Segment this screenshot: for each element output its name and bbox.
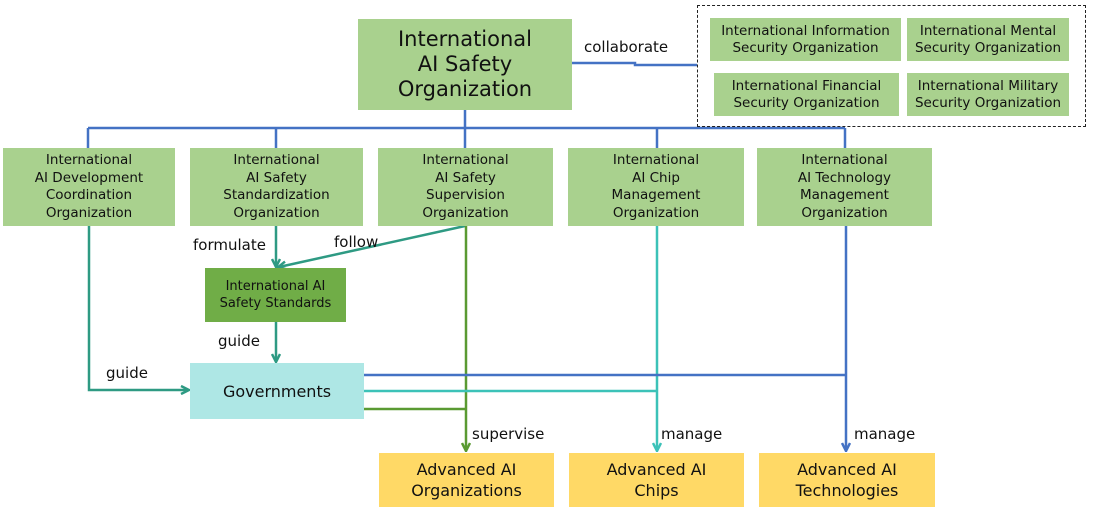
partner-mental-security: International Mental Security Organizati… — [907, 18, 1069, 61]
edge-label-collaborate: collaborate — [584, 38, 669, 56]
sub-org-label: International AI Chip Management Organiz… — [611, 152, 701, 221]
partner-information-security: International Information Security Organ… — [710, 18, 901, 61]
governments-box: Governments — [190, 363, 364, 419]
sub-org-chip-management: International AI Chip Management Organiz… — [568, 148, 744, 226]
edge-label-manage-chips: manage — [661, 425, 723, 443]
partner-label: International Military Security Organiza… — [914, 77, 1062, 111]
central-ai-safety-organization: International AI Safety Organization — [358, 19, 572, 110]
partner-financial-security: International Financial Security Organiz… — [714, 73, 899, 116]
sub-org-label: International AI Safety Standardization … — [223, 152, 330, 221]
target-advanced-ai-organizations: Advanced AI Organizations — [379, 453, 554, 507]
hierarchy-tree-lines — [86, 110, 847, 148]
target-advanced-ai-technologies: Advanced AI Technologies — [759, 453, 935, 507]
edge-label-guide-standards: guide — [218, 332, 260, 350]
partner-label: International Financial Security Organiz… — [731, 77, 882, 111]
partner-military-security: International Military Security Organiza… — [907, 73, 1069, 116]
edge-label-supervise: supervise — [472, 425, 545, 443]
partner-organizations-group — [697, 5, 1086, 127]
standards-label: International AI Safety Standards — [219, 279, 332, 311]
edge-label-guide-development: guide — [106, 364, 148, 382]
target-label: Advanced AI Chips — [606, 460, 707, 500]
partner-label: International Information Security Organ… — [721, 22, 890, 56]
partner-label: International Mental Security Organizati… — [914, 22, 1062, 56]
target-label: Advanced AI Organizations — [411, 460, 522, 500]
sub-org-development-coordination: International AI Development Coordinatio… — [3, 148, 175, 226]
sub-org-safety-standardization: International AI Safety Standardization … — [190, 148, 363, 226]
target-label: Advanced AI Technologies — [795, 460, 899, 500]
follow-arrow — [279, 224, 466, 267]
governments-label: Governments — [222, 381, 332, 401]
edge-label-manage-technologies: manage — [854, 425, 916, 443]
guide-development-arrow — [87, 226, 188, 390]
sub-org-safety-supervision: International AI Safety Supervision Orga… — [378, 148, 553, 226]
sub-org-label: International AI Safety Supervision Orga… — [422, 152, 509, 221]
safety-standards-box: International AI Safety Standards — [205, 268, 346, 322]
sub-org-label: International AI Technology Management O… — [797, 152, 892, 221]
sub-org-label: International AI Development Coordinatio… — [34, 152, 144, 221]
edge-label-follow: follow — [334, 233, 379, 251]
edge-label-formulate: formulate — [193, 236, 266, 254]
sub-org-technology-management: International AI Technology Management O… — [757, 148, 932, 226]
central-organization-label: International AI Safety Organization — [397, 27, 533, 101]
collaborate-line — [572, 61, 697, 67]
target-advanced-ai-chips: Advanced AI Chips — [569, 453, 744, 507]
